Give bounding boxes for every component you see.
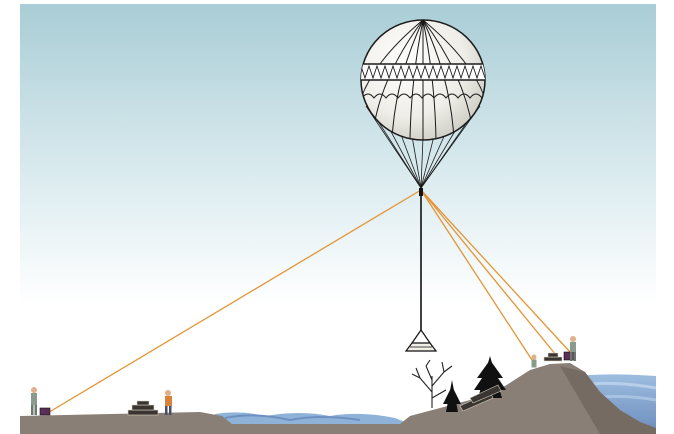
sandbag-pile-hilltop: [544, 353, 562, 361]
sandbag-basket: [406, 330, 436, 351]
person-slope: [532, 355, 537, 368]
person-left: [31, 387, 37, 415]
sandbag-pile-left: [128, 401, 158, 415]
equipment-box-left: [40, 408, 50, 415]
person-middle: [165, 390, 172, 415]
tether-ring: [419, 188, 423, 196]
sky: [20, 4, 656, 304]
